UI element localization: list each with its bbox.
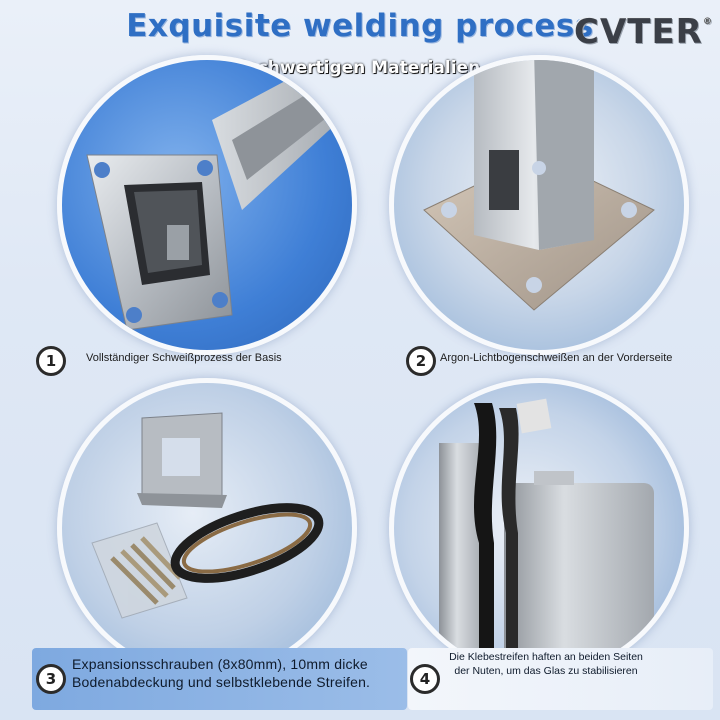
page-title: Exquisite welding process [126,8,594,44]
image-argon-welding [389,55,689,355]
step-badge-1: 1 [36,346,66,376]
post-on-plate-illustration [423,60,655,311]
caption-1: Vollständiger Schweißprozess der Basis [86,352,282,364]
image-adhesive-strips [389,378,689,678]
caption-box-3 [32,648,407,710]
caption-box-4 [408,648,713,710]
adhesive-strips-illustration [439,398,654,673]
image-accessories [57,378,357,678]
registered-mark: ® [703,17,713,27]
step-badge-4: 4 [410,664,440,694]
image-welded-base [57,55,357,355]
accessories-illustration [91,412,324,619]
step-badge-2: 2 [406,346,436,376]
caption-2: Argon-Lichtbogenschweißen an der Vorders… [440,352,673,364]
subtitle: Hochwertigen Materialien [231,58,481,78]
caption-4: Die Klebestreifen haften an beiden Seite… [449,651,643,677]
brand-logo: CVTER® [574,10,712,54]
welded-base-illustration [86,60,352,331]
brand-logo-text: CVTER [574,12,703,52]
step-badge-3: 3 [36,664,66,694]
caption-3: Expansionsschrauben (8x80mm), 10mm dicke… [72,656,371,690]
